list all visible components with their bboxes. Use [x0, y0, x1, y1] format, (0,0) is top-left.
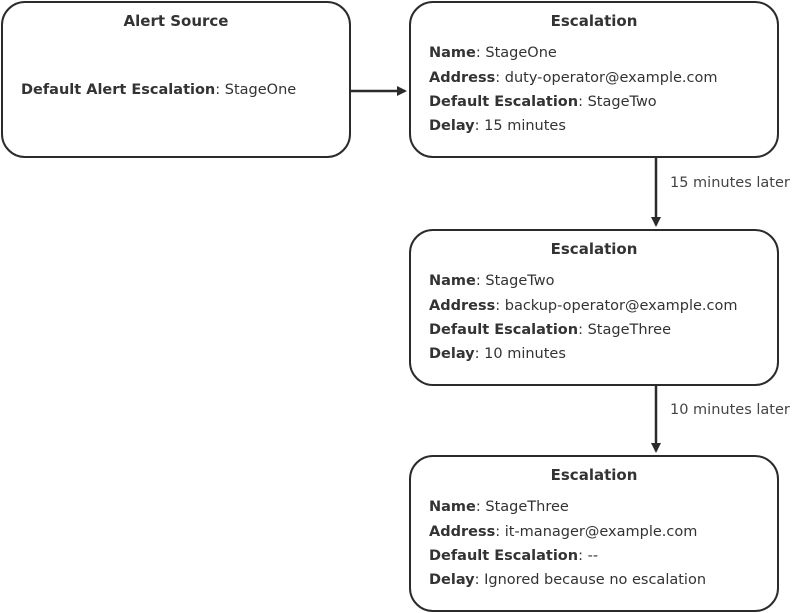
- escalation-node-stagethree: Escalation Name: StageThree Address: it-…: [409, 455, 779, 612]
- field-key: Default Escalation: [429, 94, 579, 110]
- field-key: Name: [429, 273, 476, 289]
- delay-field: Delay: Ignored because no escalation: [429, 572, 706, 588]
- field-key: Name: [429, 499, 476, 515]
- field-value: StageThree: [587, 322, 672, 338]
- delay-field: Delay: 15 minutes: [429, 118, 566, 134]
- default-escalation-field: Default Escalation: StageTwo: [429, 94, 657, 110]
- escalation-node-stageone: Escalation Name: StageOne Address: duty-…: [409, 1, 779, 158]
- field-value: StageOne: [224, 82, 297, 98]
- field-key: Address: [429, 70, 496, 86]
- field-value: 15 minutes: [484, 118, 566, 134]
- delay-field: Delay: 10 minutes: [429, 346, 566, 362]
- field-value: duty-operator@example.com: [504, 70, 718, 86]
- field-value: StageTwo: [587, 94, 657, 110]
- field-key: Default Alert Escalation: [21, 82, 216, 98]
- field-value: it-manager@example.com: [504, 524, 698, 540]
- field-value: --: [587, 548, 599, 564]
- address-field: Address: duty-operator@example.com: [429, 70, 718, 86]
- field-separator: :: [578, 322, 588, 338]
- field-separator: :: [474, 346, 485, 362]
- field-separator: :: [475, 45, 486, 61]
- field-separator: :: [578, 548, 588, 564]
- default-alert-escalation-field: Default Alert Escalation: StageOne: [21, 82, 296, 98]
- field-key: Delay: [429, 572, 475, 588]
- field-separator: :: [474, 572, 485, 588]
- field-value: StageThree: [485, 499, 569, 515]
- field-separator: :: [578, 94, 588, 110]
- field-separator: :: [495, 298, 505, 314]
- name-field: Name: StageThree: [429, 499, 569, 515]
- field-key: Address: [429, 524, 496, 540]
- field-value: Ignored because no escalation: [484, 572, 707, 588]
- default-escalation-field: Default Escalation: StageThree: [429, 322, 671, 338]
- address-field: Address: backup-operator@example.com: [429, 298, 738, 314]
- name-field: Name: StageOne: [429, 45, 557, 61]
- field-value: 10 minutes: [484, 346, 566, 362]
- default-escalation-field: Default Escalation: --: [429, 548, 598, 564]
- field-separator: :: [215, 82, 225, 98]
- field-value: backup-operator@example.com: [504, 298, 738, 314]
- field-key: Address: [429, 298, 496, 314]
- field-key: Default Escalation: [429, 322, 579, 338]
- field-key: Default Escalation: [429, 548, 579, 564]
- edge-label-15-minutes: 15 minutes later: [670, 175, 790, 191]
- node-title: Alert Source: [123, 12, 229, 30]
- alert-source-node: Alert Source Default Alert Escalation: S…: [1, 1, 351, 158]
- field-value: StageTwo: [485, 273, 555, 289]
- field-separator: :: [495, 524, 505, 540]
- field-key: Delay: [429, 346, 475, 362]
- address-field: Address: it-manager@example.com: [429, 524, 697, 540]
- escalation-node-stagetwo: Escalation Name: StageTwo Address: backu…: [409, 229, 779, 386]
- field-separator: :: [495, 70, 505, 86]
- field-separator: :: [475, 499, 486, 515]
- field-separator: :: [475, 273, 486, 289]
- edge-label-10-minutes: 10 minutes later: [670, 402, 790, 418]
- field-separator: :: [474, 118, 485, 134]
- name-field: Name: StageTwo: [429, 273, 554, 289]
- node-title: Escalation: [550, 12, 638, 30]
- field-value: StageOne: [485, 45, 557, 61]
- node-title: Escalation: [550, 466, 638, 484]
- field-key: Delay: [429, 118, 475, 134]
- field-key: Name: [429, 45, 476, 61]
- node-title: Escalation: [550, 240, 638, 258]
